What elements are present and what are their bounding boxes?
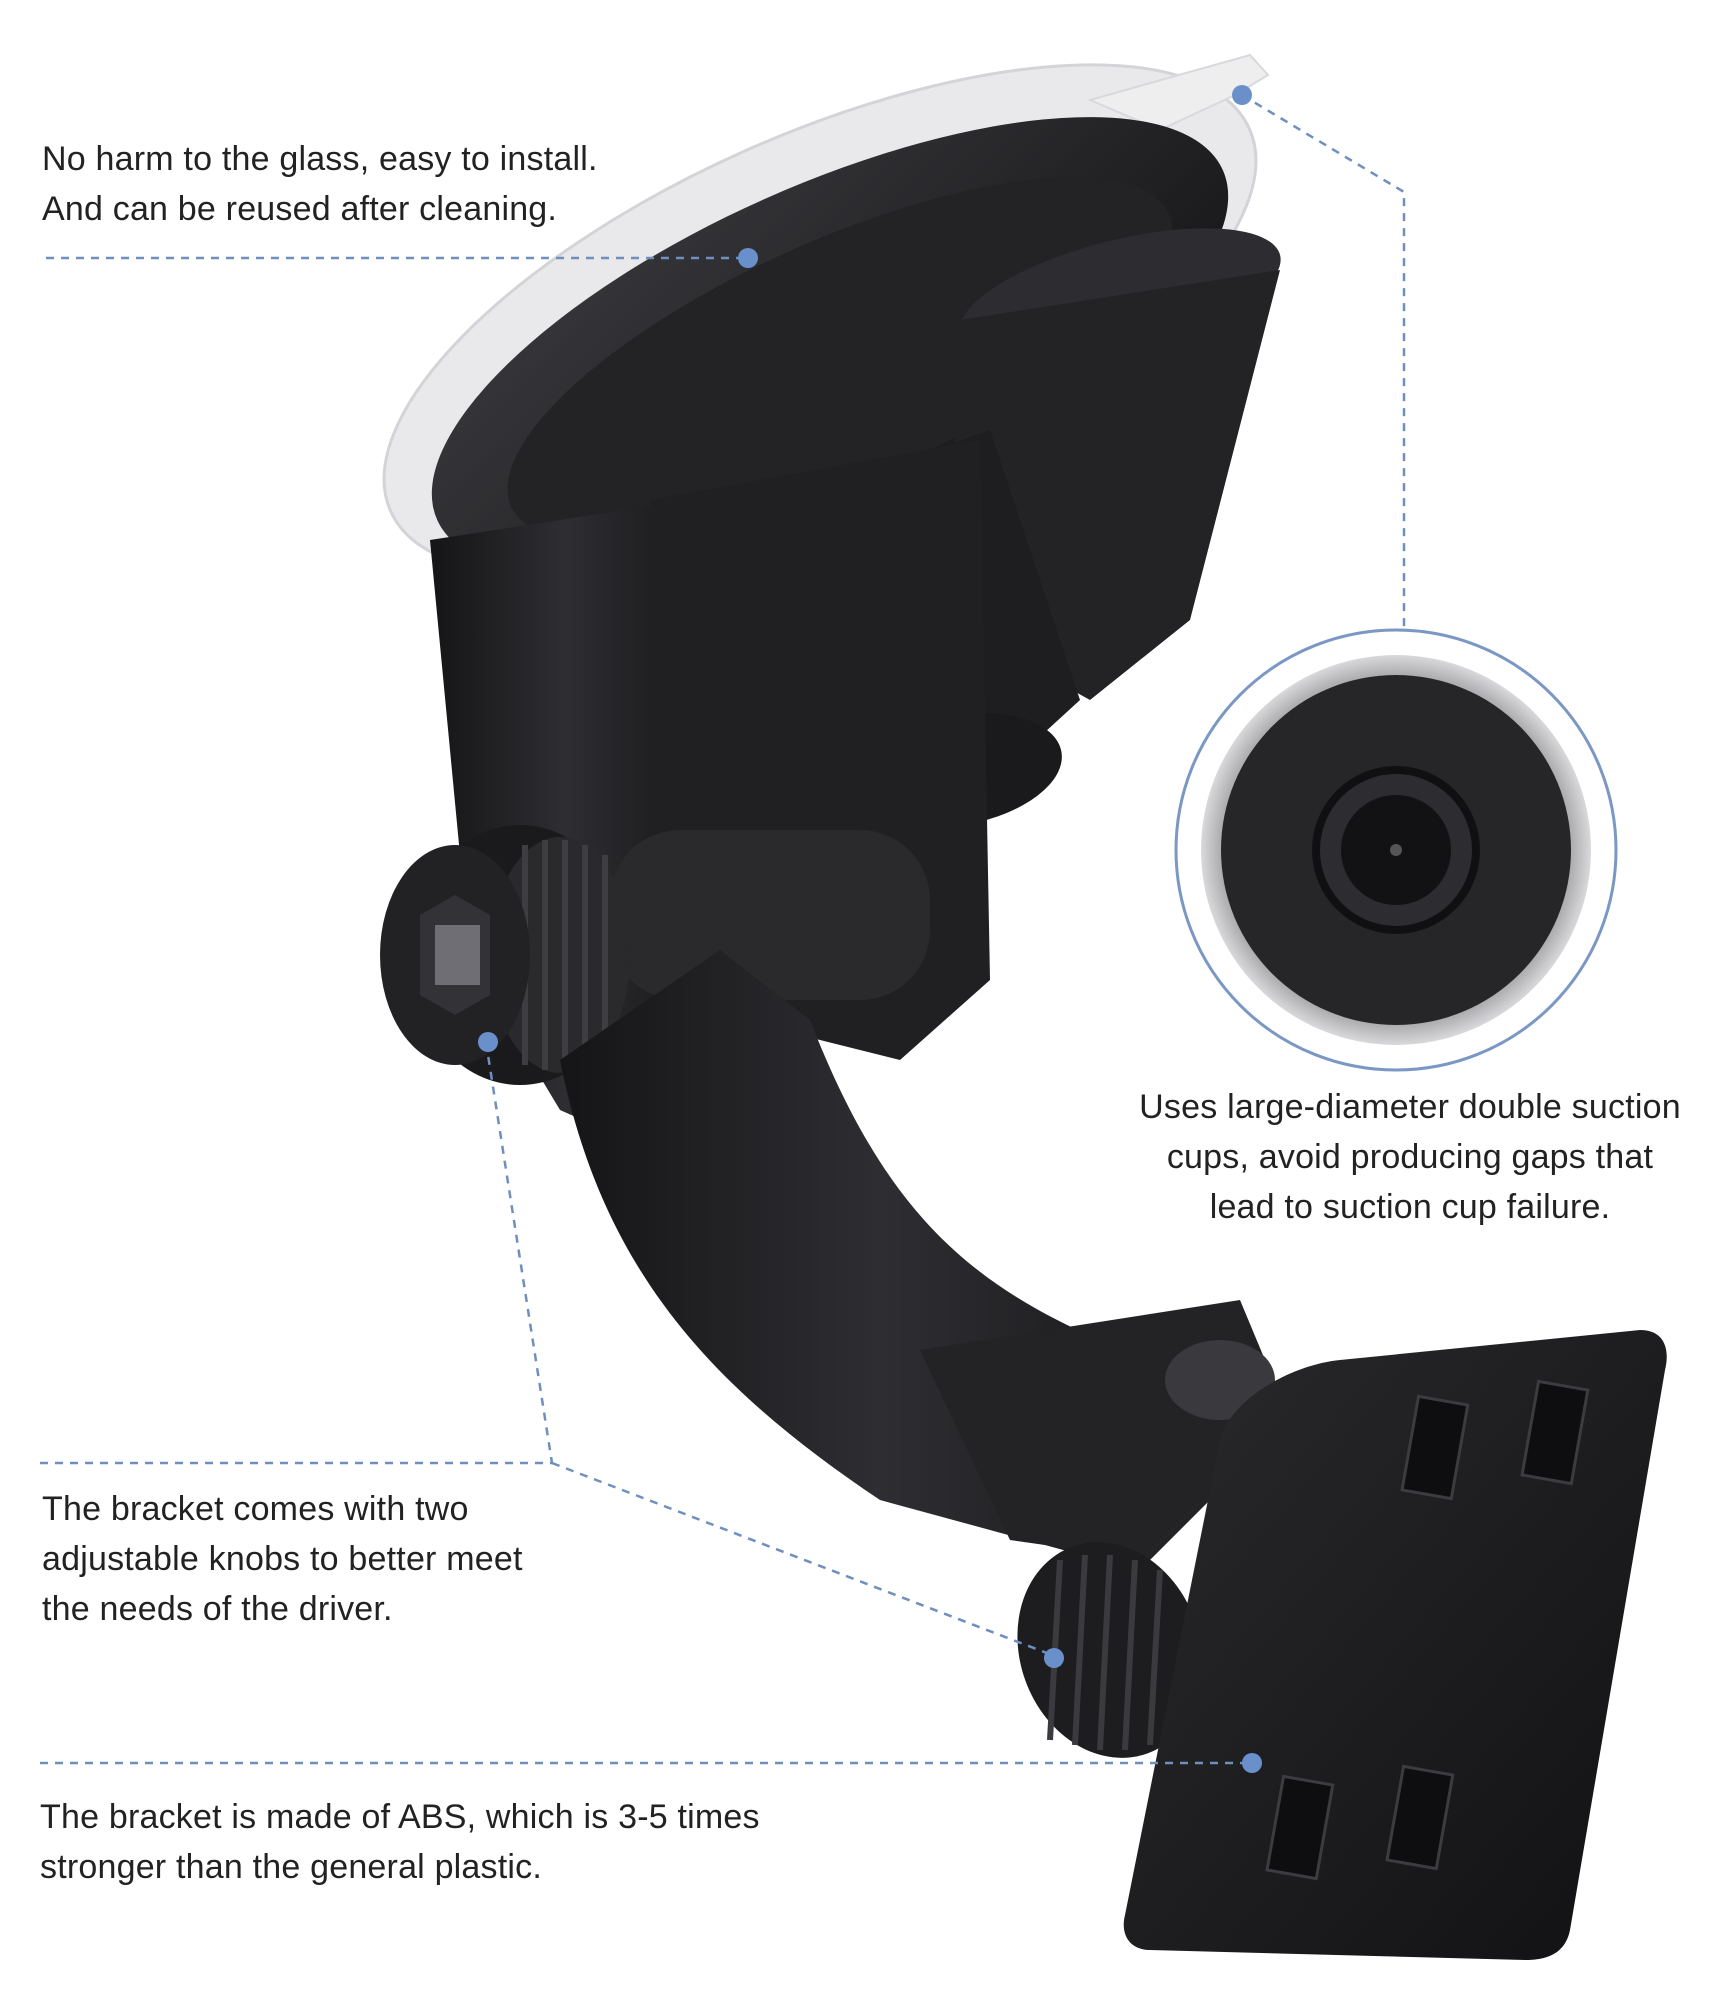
marker-dot-knob-upper xyxy=(478,1032,498,1052)
suction-cup-closeup xyxy=(1174,628,1618,1072)
marker-dot-glass xyxy=(738,248,758,268)
leader-knobs xyxy=(40,1049,554,1465)
caption-suction-line-1: Uses large-diameter double suction xyxy=(1139,1088,1681,1126)
caption-knobs-line-2: adjustable knobs to better meet xyxy=(42,1540,523,1578)
caption-knobs-line-1: The bracket comes with two xyxy=(42,1490,469,1528)
caption-glass: No harm to the glass, easy to install. A… xyxy=(42,134,598,234)
leader-knobs-lower xyxy=(551,1461,1053,1657)
caption-suction: Uses large-diameter double suction cups,… xyxy=(1100,1082,1720,1232)
marker-dot-knob-lower xyxy=(1044,1648,1064,1668)
caption-abs-line-1: The bracket is made of ABS, which is 3-5… xyxy=(40,1798,760,1836)
mounting-plate xyxy=(1123,1330,1667,1960)
caption-abs: The bracket is made of ABS, which is 3-5… xyxy=(40,1792,760,1892)
caption-knobs-line-3: the needs of the driver. xyxy=(42,1590,393,1628)
marker-dot-abs xyxy=(1242,1753,1262,1773)
marker-dot-suction xyxy=(1232,85,1252,105)
caption-abs-line-2: stronger than the general plastic. xyxy=(40,1848,542,1886)
caption-knobs: The bracket comes with two adjustable kn… xyxy=(42,1484,523,1634)
leader-suction xyxy=(1241,93,1406,632)
caption-suction-line-3: lead to suction cup failure. xyxy=(1209,1188,1611,1226)
caption-glass-line-2: And can be reused after cleaning. xyxy=(42,190,558,228)
suction-cup xyxy=(382,53,1270,577)
caption-suction-line-2: cups, avoid producing gaps that xyxy=(1166,1138,1654,1176)
caption-glass-line-1: No harm to the glass, easy to install. xyxy=(42,140,598,178)
upper-adjustment-knob xyxy=(380,825,630,1085)
